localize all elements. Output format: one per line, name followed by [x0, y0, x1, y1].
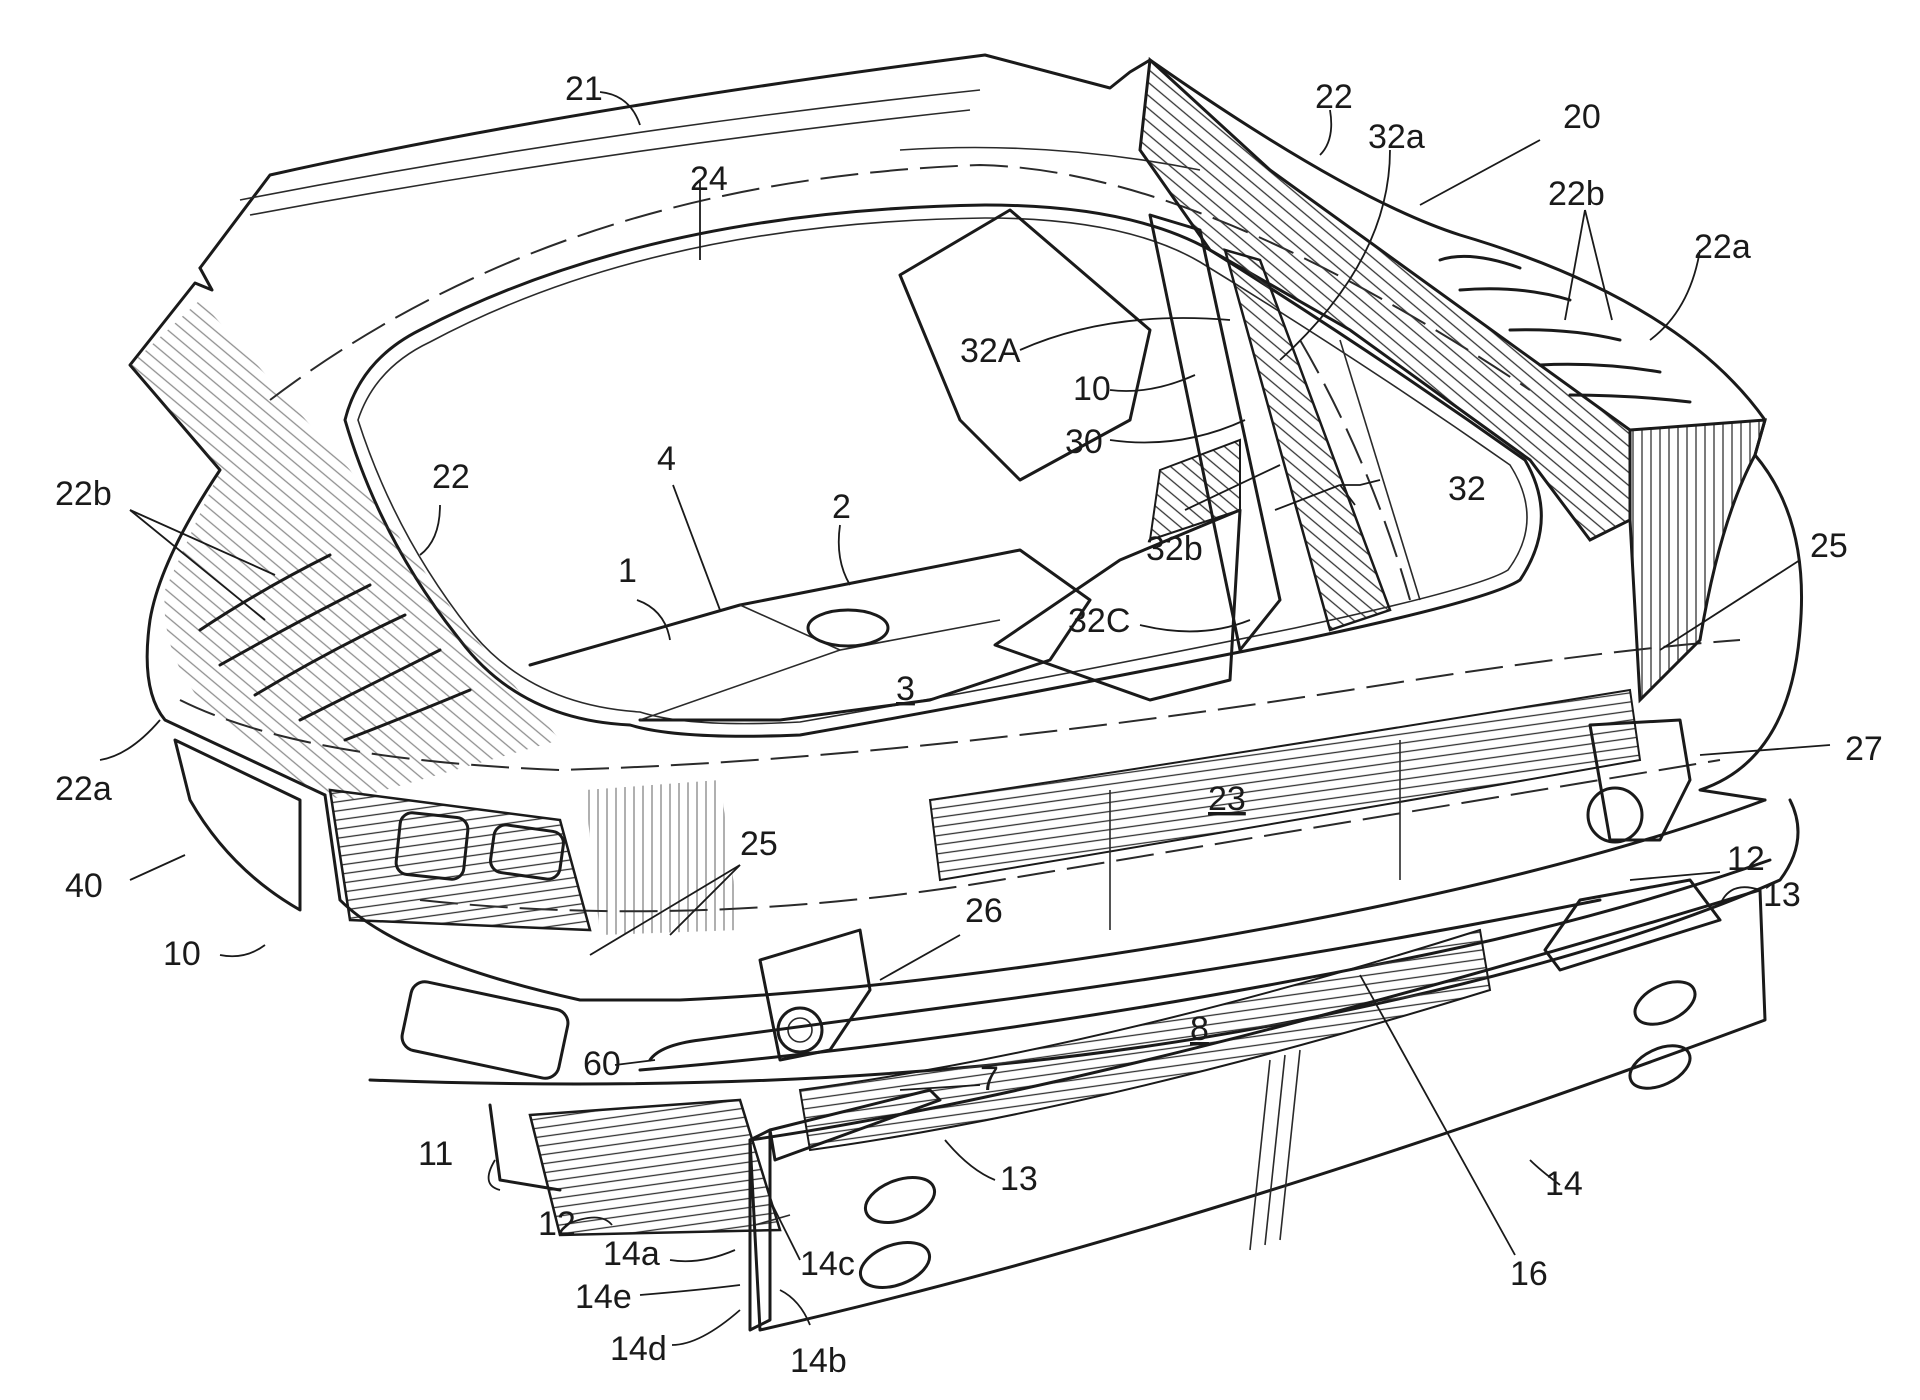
label-24: 24 — [690, 160, 728, 198]
label-11: 11 — [418, 1135, 453, 1173]
leader-lines — [99, 91, 1831, 1346]
label-22a-right: 22a — [1694, 228, 1751, 266]
label-1: 1 — [618, 552, 637, 590]
label-32A: 32A — [960, 332, 1021, 370]
label-32a: 32a — [1368, 118, 1425, 156]
label-14c: 14c — [800, 1245, 855, 1283]
label-2: 2 — [832, 488, 851, 526]
label-22b-right: 22b — [1548, 175, 1605, 213]
label-23: 23 — [1208, 780, 1246, 818]
label-14b: 14b — [790, 1342, 847, 1380]
inner-pillar — [1148, 213, 1421, 652]
label-25-right: 25 — [1810, 527, 1848, 565]
label-8: 8 — [1190, 1010, 1209, 1048]
label-27: 27 — [1845, 730, 1883, 768]
label-16: 16 — [1510, 1255, 1548, 1293]
label-14: 14 — [1545, 1165, 1583, 1203]
label-22-top: 22 — [1315, 78, 1353, 116]
right-side-panel — [1138, 56, 1768, 704]
reference-labels: 21 24 22 32a 20 22b 22a 32A 10 30 32 22b… — [55, 70, 1883, 1380]
label-21: 21 — [565, 70, 603, 108]
label-22a-left: 22a — [55, 770, 112, 808]
label-14a: 14a — [603, 1235, 660, 1273]
floor-panels — [528, 208, 1242, 722]
label-32: 32 — [1448, 470, 1486, 508]
label-12-right: 12 — [1727, 840, 1765, 878]
label-4: 4 — [657, 440, 676, 478]
label-10-center: 10 — [1073, 370, 1111, 408]
label-32b: 32b — [1146, 530, 1203, 568]
label-14e: 14e — [575, 1278, 632, 1316]
label-60: 60 — [583, 1045, 621, 1083]
label-22-left: 22 — [432, 458, 470, 496]
label-30: 30 — [1065, 423, 1103, 461]
label-3: 3 — [896, 670, 915, 708]
label-25-left: 25 — [740, 825, 778, 863]
label-13-left: 13 — [1000, 1160, 1038, 1198]
left-side-panel — [130, 300, 560, 912]
label-7: 7 — [980, 1060, 999, 1098]
label-26: 26 — [965, 892, 1003, 930]
label-22b-left: 22b — [55, 475, 112, 513]
label-12-left: 12 — [538, 1205, 576, 1243]
label-14d: 14d — [610, 1330, 667, 1368]
label-40: 40 — [65, 867, 103, 905]
label-20: 20 — [1563, 98, 1601, 136]
rear-bumper-face — [323, 688, 1800, 1086]
bumper-reinforcement — [488, 878, 1767, 1332]
label-32C: 32C — [1068, 602, 1130, 640]
label-13-right: 13 — [1763, 876, 1801, 914]
label-10-left: 10 — [163, 935, 201, 973]
